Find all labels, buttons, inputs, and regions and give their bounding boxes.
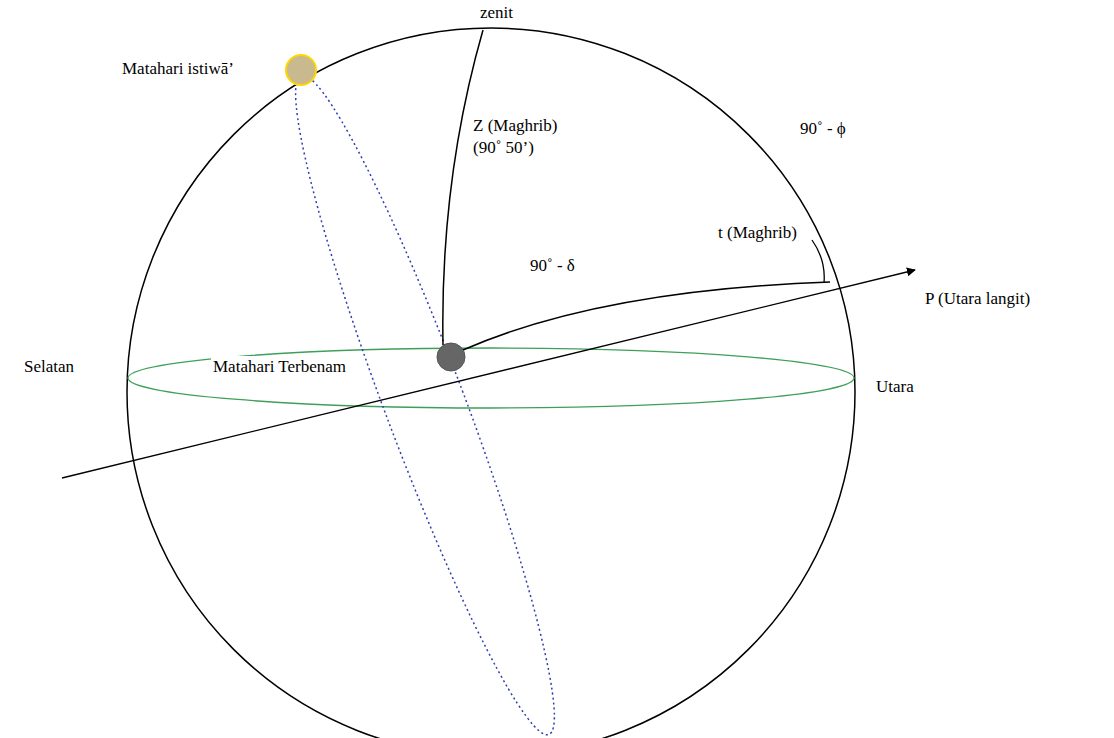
zenith-arc bbox=[443, 30, 483, 345]
polar-arc bbox=[463, 282, 830, 350]
zenith-distance-label: Z (Maghrib) (90˚ 50’) bbox=[471, 115, 571, 159]
sphere-outline bbox=[127, 28, 855, 738]
polar-distance-label: 90˚ - δ bbox=[528, 255, 577, 277]
hour-angle-arc bbox=[812, 240, 824, 283]
sun-culmination bbox=[286, 55, 316, 85]
north-label: Utara bbox=[874, 376, 916, 398]
sun-path bbox=[264, 61, 587, 738]
celestial-pole-label: P (Utara langit) bbox=[923, 288, 1032, 310]
sun-culmination-label: Matahari istiwā’ bbox=[120, 58, 236, 80]
zenith-label: zenit bbox=[478, 2, 515, 24]
sun-setting bbox=[437, 343, 465, 371]
hour-angle-label: t (Maghrib) bbox=[716, 222, 799, 244]
horizon-ellipse bbox=[128, 348, 854, 408]
colatitude-label: 90˚ - ϕ bbox=[798, 118, 848, 140]
sunset-label: Matahari Terbenam bbox=[211, 356, 348, 378]
south-label: Selatan bbox=[22, 356, 76, 378]
celestial-axis bbox=[62, 270, 915, 478]
